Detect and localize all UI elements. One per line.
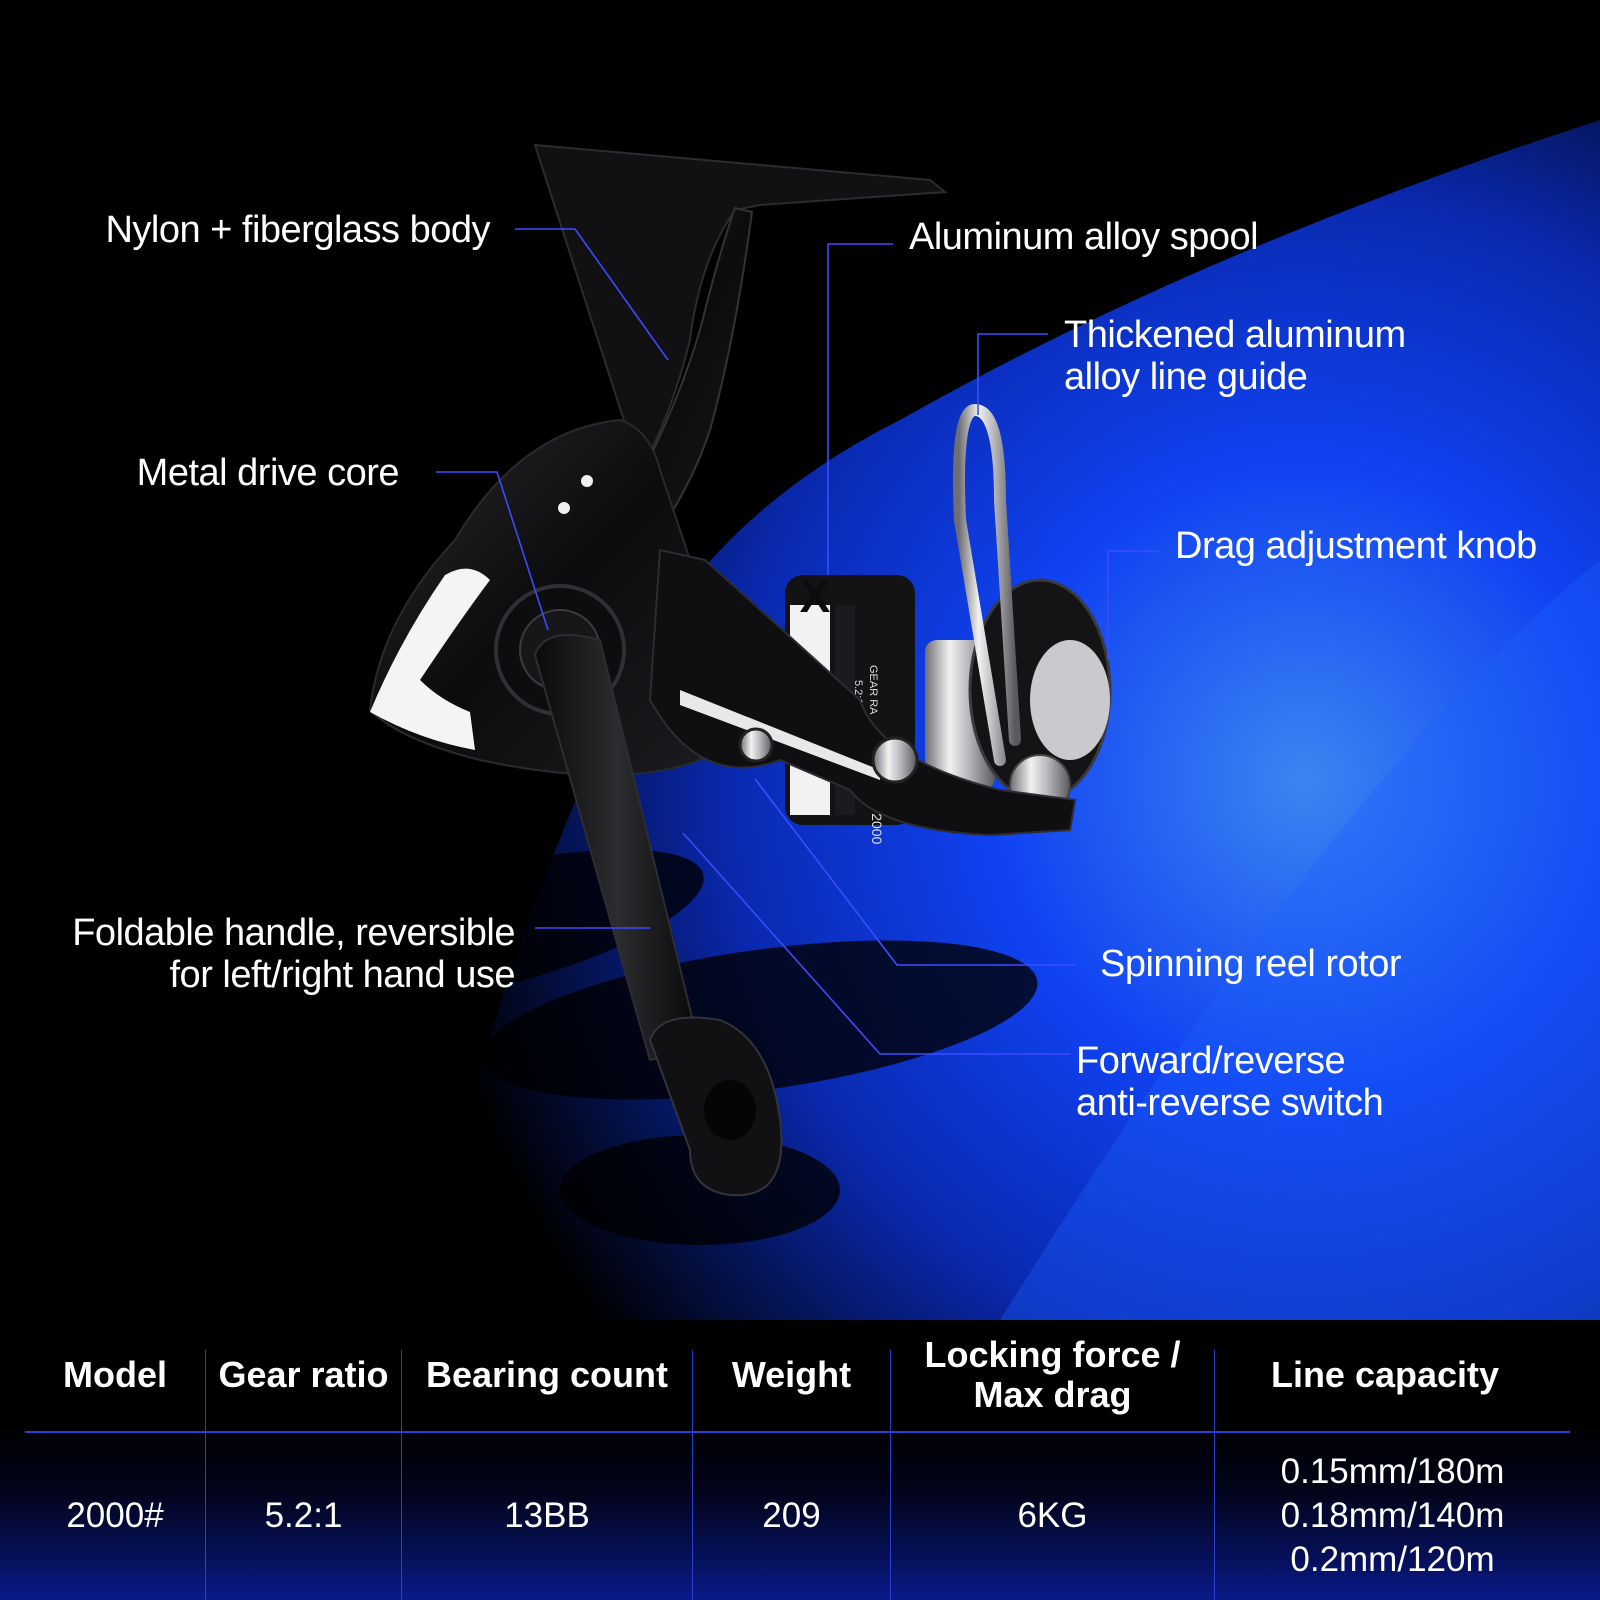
callout-drive-core: Metal drive core <box>136 452 400 494</box>
header-locking-force: Locking force / Max drag <box>924 1334 1181 1415</box>
leader-drive-core <box>436 471 549 631</box>
header-gear-ratio: Gear ratio <box>218 1354 389 1395</box>
product-scene: X GEAR RA 5.2:1 X 2000 <box>256 120 1600 1320</box>
cell-locking-force: 6KG <box>1017 1496 1088 1535</box>
line-capacity-item: 0.15mm/180m <box>1280 1452 1505 1491</box>
specs-table: Model Gear ratio Bearing count Weight Lo… <box>0 1320 1600 1600</box>
callout-drag-knob: Drag adjustment knob <box>1175 525 1537 567</box>
column-divider <box>890 1350 891 1600</box>
cell-model: 2000# <box>66 1496 164 1535</box>
gear-ratio-mark: GEAR RA <box>867 665 879 715</box>
cell-gear-ratio: 5.2:1 <box>264 1496 343 1535</box>
leader-body <box>515 228 669 361</box>
callout-line-guide: Thickened aluminum alloy line guide <box>1064 314 1406 398</box>
line-guide-bail <box>953 403 1021 766</box>
header-weight: Weight <box>731 1354 852 1395</box>
leader-drag-knob <box>1107 550 1160 660</box>
column-divider <box>401 1350 402 1600</box>
leader-line-guide <box>977 333 1048 415</box>
column-divider <box>1214 1350 1215 1600</box>
reel-shadow <box>256 849 1038 1245</box>
spinning-reel: X GEAR RA 5.2:1 X 2000 <box>368 143 1112 1197</box>
leader-switch <box>682 832 1070 1055</box>
handle <box>533 634 702 1062</box>
header-model: Model <box>63 1354 167 1395</box>
column-divider <box>692 1350 693 1600</box>
callout-handle: Foldable handle, reversible for left/rig… <box>72 912 515 996</box>
header-bearing-count: Bearing count <box>425 1354 668 1395</box>
leader-rotor <box>754 778 1076 966</box>
callout-rotor: Spinning reel rotor <box>1100 943 1402 985</box>
cell-line-capacity: 0.15mm/180m 0.18mm/140m 0.2mm/120m <box>1215 1432 1570 1600</box>
callout-switch: Forward/reverse anti-reverse switch <box>1076 1040 1384 1124</box>
line-capacity-item: 0.18mm/140m <box>1280 1496 1505 1535</box>
cell-bearing-count: 13BB <box>504 1496 590 1535</box>
spool-mark: X <box>800 570 831 622</box>
leader-spool <box>827 243 893 575</box>
table-divider <box>25 1431 1570 1433</box>
callout-spool: Aluminum alloy spool <box>909 216 1259 258</box>
leader-lines <box>436 228 1160 1055</box>
white-accent <box>370 568 490 750</box>
callout-body: Nylon + fiberglass body <box>105 209 490 251</box>
header-line-capacity: Line capacity <box>1270 1354 1500 1395</box>
line-capacity-item: 0.2mm/120m <box>1290 1540 1495 1579</box>
cell-weight: 209 <box>762 1496 821 1535</box>
column-divider <box>205 1350 206 1600</box>
